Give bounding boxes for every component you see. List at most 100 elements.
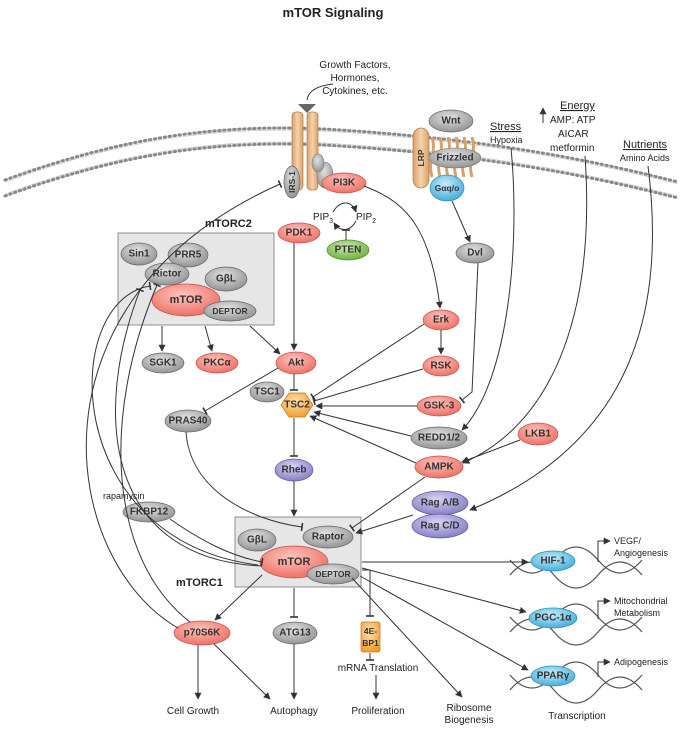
node-gaq: Gαq/o [429, 174, 465, 202]
tsc1-label: TSC1 [254, 387, 280, 398]
pras40-label: PRAS40 [169, 416, 208, 427]
edge-fkbp12-mtor [169, 518, 264, 567]
mito-line-2: Metabolism [614, 608, 660, 618]
pten-label: PTEN [335, 245, 362, 256]
4ebp1-label-line-2: BP1 [362, 638, 379, 648]
edge-nutrients-rag [469, 165, 653, 511]
dna-helix-3 [509, 661, 643, 704]
pdk1-label: PDK1 [286, 228, 313, 239]
cell-growth-label: Cell Growth [167, 706, 219, 717]
pip2-label: PIP2 [356, 212, 376, 225]
edge-dvl-gsk3 [458, 262, 479, 404]
adipogenesis-label: Adipogenesis [614, 657, 669, 667]
edge-ampk-tsc2 [309, 415, 417, 464]
gbl1-label: GβL [247, 535, 267, 546]
edge-mtorc1-rictor [115, 287, 263, 567]
node-gsk3: GSK-3 [416, 395, 462, 417]
node-tsc2: TSC2 [280, 392, 314, 418]
edge-p70s6k-autophagy [213, 643, 271, 700]
pgc1a-label: PGC-1α [535, 613, 573, 624]
mtorc2-complex: mTORC2 Sin1 PRR5 Rictor GβL mTOR DEPTOR [117, 218, 275, 326]
dvl-label: Dvl [467, 248, 483, 259]
node-pkca: PKCα [195, 352, 239, 374]
pi3k-label: PI3K [333, 178, 356, 189]
edge-mtorc1-pgc1a [361, 567, 527, 614]
p70s6k-label: p70S6K [184, 628, 221, 639]
autophagy-label: Autophagy [270, 706, 318, 717]
gbl2-label: GβL [216, 274, 236, 285]
energy-input: Energy AMP: ATP AICAR metformin [539, 100, 596, 154]
node-dvl: Dvl [455, 242, 495, 264]
growth-factors-line-3: Cytokines, etc. [322, 86, 388, 97]
mrna-translation-label: mRNA Translation [338, 663, 419, 674]
energy-line-3: metformin [550, 143, 594, 154]
cell-membrane [3, 126, 680, 200]
mtor2-label: mTOR [170, 294, 203, 306]
lrp-label: LRP [416, 149, 426, 166]
edge-pi3k-erk [363, 185, 443, 309]
edge-stress-redd [461, 147, 515, 431]
node-hif1: HIF-1 [530, 550, 576, 572]
node-sgk1: SGK1 [141, 352, 185, 374]
node-akt: Akt [275, 351, 317, 375]
node-pgc1a: PGC-1α [528, 607, 578, 629]
erk-label: Erk [433, 315, 450, 326]
node-redd: REDD1/2 [410, 426, 468, 450]
stress-title: Stress [490, 121, 522, 133]
edge-lkb1-ampk [461, 439, 521, 464]
edge-gaq-dvl [451, 200, 471, 243]
edge-mtorc1-p70s6k [214, 574, 263, 621]
transcription-label: Transcription [548, 711, 605, 722]
node-rheb: Rheb [274, 458, 314, 482]
node-ragab: Rag A/B [411, 490, 469, 516]
rictor-label: Rictor [153, 269, 182, 280]
node-tsc1: TSC1 [249, 381, 285, 403]
node-lrp: LRP [412, 127, 430, 189]
sin1-label: Sin1 [128, 249, 150, 260]
tsc2-label: TSC2 [284, 400, 310, 411]
sgk1-label: SGK1 [149, 358, 177, 369]
mtorc1-label: mTORC1 [176, 577, 223, 589]
proliferation-label: Proliferation [351, 706, 404, 717]
edge-mtorc1-mtorc2-feedback [91, 281, 259, 566]
edge-mtorc2-akt [249, 325, 281, 355]
edge-rag-raptor [355, 514, 414, 535]
edge-akt-pras40 [202, 367, 279, 415]
stress-input: Stress Hypoxia [490, 121, 523, 145]
node-pparg: PPARγ [530, 665, 576, 687]
4ebp1-label-line-1: 4E- [364, 626, 377, 636]
ribosome-line-1: Ribosome [446, 703, 491, 714]
edge-erk-tsc2 [310, 323, 425, 401]
growth-factors-line-2: Hormones, [331, 73, 380, 84]
energy-line-1: AMP: ATP [550, 115, 596, 126]
edge-p70s6k-rictor [120, 282, 191, 623]
rsk-label: RSK [430, 361, 452, 372]
edge-redd-tsc2 [313, 410, 412, 437]
redd-label: REDD1/2 [418, 433, 461, 444]
prr5-label: PRR5 [175, 250, 202, 261]
mito-line-1: Mitochondrial [614, 596, 668, 606]
ragab-label: Rag A/B [421, 498, 460, 509]
pathway-edges [85, 147, 653, 700]
mtorc2-label: mTORC2 [205, 218, 252, 230]
node-rsk: RSK [422, 355, 460, 377]
node-4ebp1: 4E- BP1 [360, 621, 381, 653]
ligand-triangle-icon [298, 104, 316, 113]
growth-factors-line-1: Growth Factors, [319, 60, 390, 71]
pip3-label: PIP3 [313, 212, 333, 225]
node-lkb1: LKB1 [517, 422, 559, 446]
edge-energy-ampk [462, 155, 588, 464]
edge-mtorc1-ribosome [351, 577, 463, 698]
growth-factors-input: Growth Factors, Hormones, Cytokines, etc… [298, 60, 391, 113]
node-pras40: PRAS40 [164, 409, 212, 433]
node-ragcd: Rag C/D [411, 513, 469, 539]
ribosome-line-2: Biogenesis [445, 715, 494, 726]
lkb1-label: LKB1 [525, 429, 552, 440]
stress-sub: Hypoxia [490, 135, 523, 145]
deptor1-label: DEPTOR [315, 569, 350, 579]
ragcd-label: Rag C/D [421, 521, 460, 532]
pkca-label: PKCα [203, 358, 231, 369]
rheb-label: Rheb [282, 465, 307, 476]
irs1-label: IRS-1 [287, 171, 297, 193]
